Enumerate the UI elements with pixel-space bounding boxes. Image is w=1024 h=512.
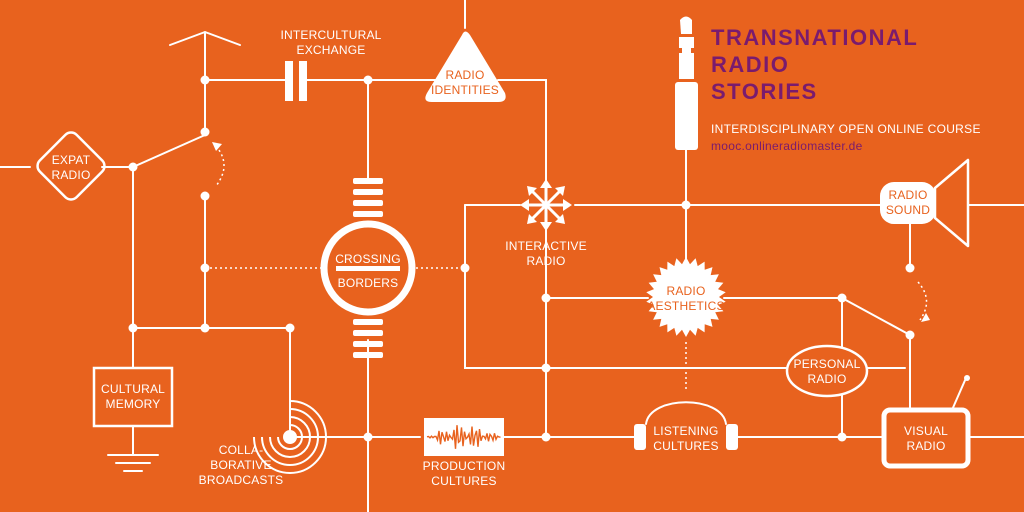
interactive-radio-label[interactable]: INTERACTIVE RADIO xyxy=(505,239,587,268)
radio-identities-triangle xyxy=(425,31,506,102)
speaker-icon xyxy=(880,158,970,248)
production-cultures-label[interactable]: PRODUCTION CULTURES xyxy=(422,459,506,488)
subtitle: INTERDISCIPLINARY OPEN ONLINE COURSE xyxy=(711,122,981,136)
switch-arrow-top-icon xyxy=(212,142,222,151)
visual-radio-screen xyxy=(881,407,971,469)
listening-cultures-label[interactable]: LISTENING CULTURES xyxy=(653,424,719,453)
crossing-borders-label[interactable]: CROSSING BORDERS xyxy=(335,252,401,290)
cultural-memory-label[interactable]: CULTURAL MEMORY xyxy=(100,382,166,411)
visual-radio-label[interactable]: VISUAL RADIO xyxy=(904,424,948,453)
headphones-icon xyxy=(634,424,738,450)
title-line-3: STORIES xyxy=(711,79,818,104)
junction-dots xyxy=(128,75,915,442)
dotted-connections xyxy=(205,145,928,392)
audio-jack-icon xyxy=(675,16,698,150)
switch-arrow-bottom-icon xyxy=(921,313,930,322)
crossing-borders-component xyxy=(320,178,416,358)
production-waveform-icon xyxy=(424,418,504,456)
expat-radio-label[interactable]: EXPAT RADIO xyxy=(51,153,91,182)
radio-sound-label[interactable]: RADIO SOUND xyxy=(885,188,931,217)
capacitor-icon xyxy=(285,61,307,101)
interactive-arrows-icon xyxy=(520,179,572,231)
collaborative-broadcasts-label[interactable]: COLLA- BORATIVE BROADCASTS xyxy=(198,443,284,487)
title-line-1: TRANSNATIONAL xyxy=(711,25,919,50)
title-line-2: RADIO xyxy=(711,52,790,77)
course-url-link[interactable]: mooc.onlineradiomaster.de xyxy=(711,139,863,153)
title-block: TRANSNATIONAL RADIO STORIES xyxy=(711,24,918,105)
personal-radio-ellipse xyxy=(785,344,869,398)
broadcast-waves-icon xyxy=(253,400,327,474)
cultural-memory-box xyxy=(92,366,174,428)
tv-antenna-tip xyxy=(964,375,970,381)
radio-identities-label[interactable]: RADIO IDENTITIES xyxy=(430,68,500,97)
radio-aesthetics-label[interactable]: RADIO AESTHETICS xyxy=(647,284,725,313)
expat-radio-diamond xyxy=(36,131,106,201)
intercultural-exchange-label[interactable]: INTERCULTURAL EXCHANGE xyxy=(280,28,382,57)
radio-aesthetics-starburst xyxy=(646,257,726,337)
personal-radio-label[interactable]: PERSONAL RADIO xyxy=(793,357,861,386)
